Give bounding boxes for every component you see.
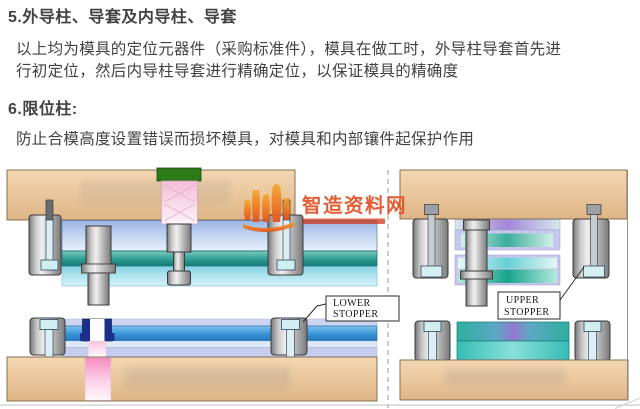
ejector-channel-pink — [84, 357, 112, 401]
label-text: STOPPER — [333, 309, 378, 320]
watermark-logo-icon — [243, 184, 295, 233]
lower-plate-row3 — [61, 340, 378, 348]
page-bottom-edge — [0, 404, 640, 406]
sprue-bushing — [161, 180, 198, 225]
bolt-cap — [40, 259, 59, 271]
section5-heading: 5.外导柱、导套及内导柱、导套 — [8, 9, 237, 26]
mold-diagram: LOWER STOPPER UPPER STOPPER 智造资料网 — [0, 167, 640, 409]
section6-heading: 6.限位柱: — [8, 101, 78, 118]
pink-insert-upper — [88, 341, 106, 358]
bolt-foot — [420, 265, 443, 278]
mid-plate-cyan-insert — [458, 257, 557, 269]
bolt-cap — [583, 321, 602, 332]
bolt-cap — [276, 259, 296, 271]
lower-stopper-right — [574, 320, 611, 375]
upper-stopper-right — [572, 204, 610, 279]
bolt-foot — [583, 265, 605, 278]
center-sprue-pin — [166, 223, 192, 286]
locating-ring-green — [156, 167, 202, 182]
sprue-cross-pattern — [163, 184, 196, 222]
lower-stopper-left — [29, 317, 66, 372]
label-box — [497, 291, 561, 320]
watermark-url-line — [303, 218, 385, 224]
watermark: 智造资料网 — [243, 184, 407, 233]
lower-plate-row4 — [61, 347, 378, 358]
bolt-cap — [423, 321, 442, 332]
bolt-cap — [39, 319, 59, 330]
bolt-cap — [281, 319, 300, 330]
lower-block-bottom — [456, 340, 570, 361]
sprue-socket — [80, 318, 115, 342]
blurred-watermark-smudge — [125, 367, 290, 389]
upper-stopper-label: UPPER STOPPER — [497, 266, 585, 320]
bolt-shaft — [590, 214, 598, 267]
right-mold-view — [399, 169, 629, 401]
bolt-shaft-dark — [45, 199, 54, 221]
blurred-watermark-smudge — [80, 180, 230, 204]
leader-line — [302, 303, 327, 323]
guide-pillar — [81, 225, 116, 306]
bolt-cap — [424, 204, 439, 215]
watermark-brand-text: 智造资料网 — [302, 194, 407, 217]
section6-body: 防止合模高度设置错误而损坏模具，对模具和内部镶件起保护作用 — [16, 131, 475, 148]
bolt-shaft — [427, 214, 436, 267]
label-box — [325, 295, 400, 322]
lower-stopper-label: LOWER STOPPER — [302, 295, 400, 323]
page: { "document": { "section5": { "heading":… — [0, 8, 640, 409]
blurred-watermark-smudge — [445, 368, 565, 386]
left-mold-view — [6, 167, 378, 402]
lower-stopper-left — [414, 320, 451, 375]
leader-line — [559, 266, 585, 301]
upper-stopper-left — [412, 204, 449, 279]
section5-body: 以上均为模具的定位元器件（采购标准件），模具在做工时，外导柱导套首先进 行初定位… — [16, 41, 562, 80]
bolt-shaft — [45, 219, 54, 262]
guide-bushing-left — [28, 199, 62, 276]
label-text: UPPER — [506, 295, 539, 306]
text-block: 5.外导柱、导套及内导柱、导套 以上均为模具的定位元器件（采购标准件），模具在做… — [0, 8, 640, 151]
bolt-cap — [586, 204, 602, 215]
label-text: STOPPER — [504, 307, 549, 318]
lower-block-top — [456, 321, 570, 342]
center-support-pillar — [460, 219, 493, 307]
label-text: LOWER — [333, 298, 371, 309]
